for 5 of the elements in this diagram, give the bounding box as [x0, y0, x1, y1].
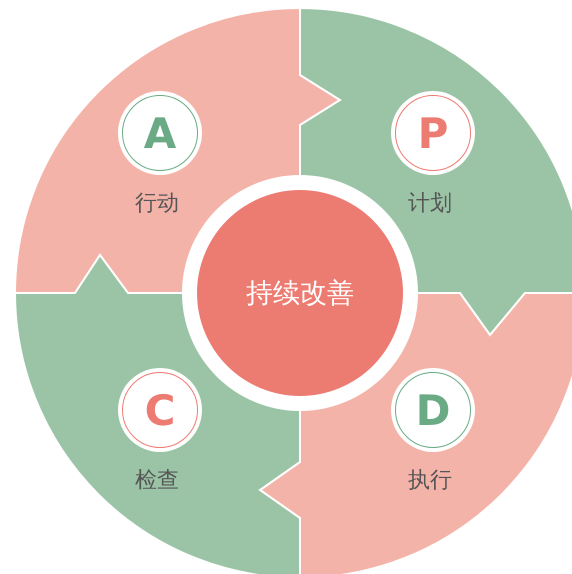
stage-label: 执行 [408, 467, 452, 495]
stage-label: 检查 [135, 467, 179, 495]
stage-label: 计划 [408, 190, 452, 218]
stage-label: 行动 [135, 190, 179, 218]
center-circle: 持续改善 [197, 190, 403, 396]
